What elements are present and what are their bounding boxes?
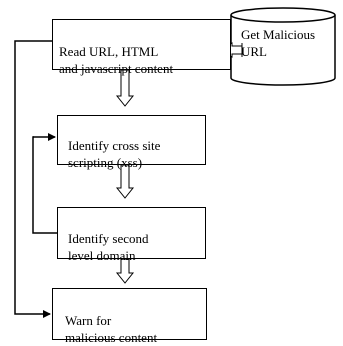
identify-xss-label: Identify cross site scripting (xss) <box>68 138 161 170</box>
arrow-domain-to-warn <box>115 258 135 284</box>
read-content-box: Read URL, HTML and javascript content <box>52 19 231 76</box>
warn-box: Warn for malicious content <box>52 288 207 345</box>
identify-domain-label: Identify second level domain <box>68 231 149 263</box>
feedback-line-to-warn <box>33 233 50 300</box>
feedback-line-to-xss <box>32 133 57 234</box>
read-content-label: Read URL, HTML and javascript content <box>59 44 174 76</box>
arrow-read-to-xss <box>115 69 135 107</box>
arrow-xss-to-domain <box>115 164 135 199</box>
identify-xss-box: Identify cross site scripting (xss) <box>57 115 206 170</box>
warn-label: Warn for malicious content <box>65 313 158 345</box>
malicious-url-database-shape <box>230 7 336 86</box>
identify-domain-box: Identify second level domain <box>57 207 206 263</box>
bypass-line-to-warn <box>14 40 52 318</box>
get-malicious-url-label: Get Malicious URL <box>241 27 316 59</box>
